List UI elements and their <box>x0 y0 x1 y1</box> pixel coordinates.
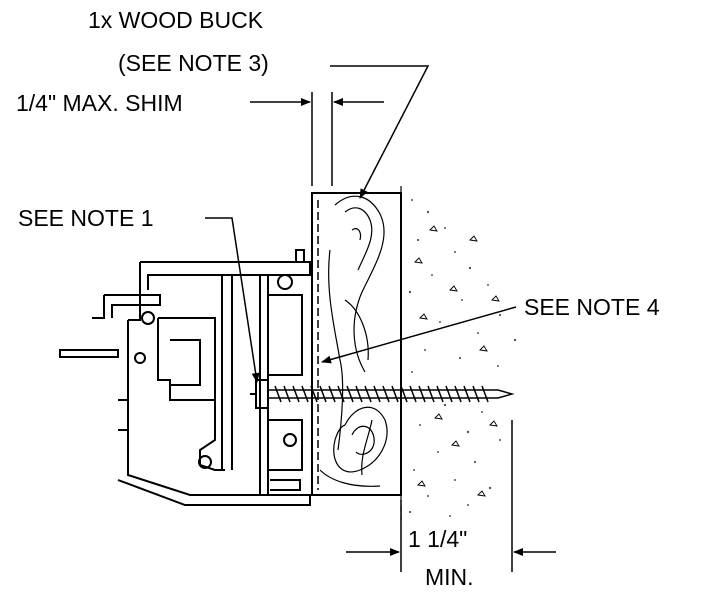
concrete-substrate <box>400 186 517 520</box>
wood-buck <box>311 192 402 496</box>
leader-wood-buck <box>250 65 430 199</box>
wood-buck-label: 1x WOOD BUCK <box>88 7 264 33</box>
embedment-dimension <box>346 420 556 572</box>
leader-note-4 <box>321 306 517 364</box>
anchor-screw <box>268 385 515 403</box>
embedment-value-label: 1 1/4" <box>408 526 468 552</box>
see-note-1-label: SEE NOTE 1 <box>18 205 154 231</box>
shim <box>311 200 319 500</box>
anchor-head <box>250 379 269 409</box>
see-note-3-label: (SEE NOTE 3) <box>118 50 269 76</box>
window-frame-extrusion <box>59 249 311 506</box>
max-shim-label: 1/4" MAX. SHIM <box>16 90 183 116</box>
leader-note-1 <box>205 217 260 383</box>
embedment-min-label: MIN. <box>425 564 474 590</box>
see-note-4-label: SEE NOTE 4 <box>524 294 660 320</box>
